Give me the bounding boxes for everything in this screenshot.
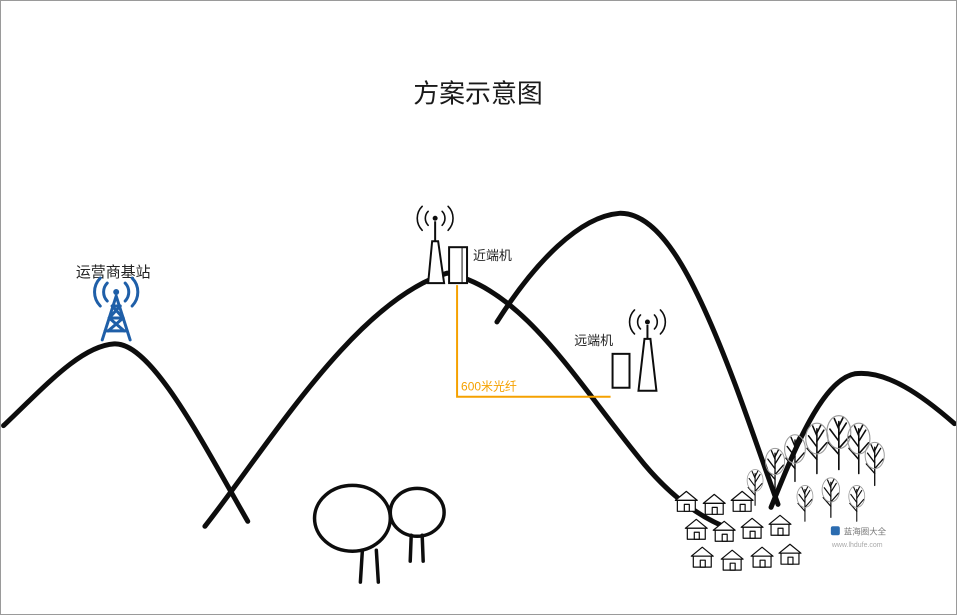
house [778, 543, 802, 565]
house [720, 549, 744, 571]
page-title: 方案示意图 [413, 80, 543, 109]
tower-signal-arcs-right [123, 276, 140, 308]
tower-braces [106, 304, 126, 333]
village-tree [848, 484, 866, 522]
fiber-link: 600米光纤 [456, 285, 611, 398]
mountain-outlines [1, 210, 956, 529]
watermark: 蓝海圈大全 www.lhdufe.com [831, 526, 887, 549]
antenna-signal-icon [628, 309, 667, 335]
village-tree [783, 434, 807, 483]
antenna-arcs-left [416, 205, 429, 232]
antenna-arcs-left [628, 309, 642, 335]
tree-canopy-large [312, 483, 393, 553]
village-tree [804, 422, 829, 475]
cell-tower-icon [93, 276, 140, 342]
antenna-arcs-right [441, 205, 454, 232]
house [740, 517, 764, 539]
tree-canopy-small [388, 486, 446, 538]
fiber-label: 600米光纤 [461, 380, 517, 394]
house [690, 546, 714, 568]
house [674, 490, 698, 512]
village-tree [826, 414, 852, 471]
remote-label: 远端机 [574, 333, 613, 348]
house [702, 493, 726, 515]
antenna-dot [432, 215, 438, 221]
trees-center [312, 483, 446, 584]
village-tree [864, 441, 885, 487]
watermark-url: www.lhdufe.com [831, 542, 883, 549]
near-end-label: 近端机 [473, 248, 512, 263]
house [730, 490, 754, 512]
remote-device: 远端机 [574, 309, 667, 392]
house [768, 514, 792, 536]
antenna-signal-icon [416, 205, 454, 232]
antenna-dot [644, 319, 650, 325]
house [750, 546, 774, 568]
hill-far-right [768, 370, 956, 510]
base-station-label: 运营商基站 [76, 264, 151, 281]
antenna-cone [427, 240, 446, 285]
tree-trunk-large [358, 548, 381, 584]
base-station: 运营商基站 [76, 264, 151, 342]
tower-top-dot [113, 289, 120, 296]
house [684, 518, 708, 540]
watermark-brand: 蓝海圈大全 [844, 526, 887, 536]
antenna-cone [637, 337, 658, 392]
watermark-logo-icon [830, 526, 840, 536]
mountain-middle [202, 270, 724, 529]
village-tree [821, 477, 841, 518]
village-tree [796, 484, 814, 522]
tower-signal-arcs-left [93, 276, 109, 308]
fiber-line [456, 285, 611, 398]
near-end-device: 近端机 [416, 205, 512, 285]
mountain-back-right [494, 210, 781, 507]
antenna-arcs-right [653, 309, 667, 335]
tree-trunk-small [408, 533, 425, 563]
near-end-cabinet [448, 246, 469, 285]
mountain-left [1, 341, 251, 524]
remote-cabinet [611, 352, 631, 389]
